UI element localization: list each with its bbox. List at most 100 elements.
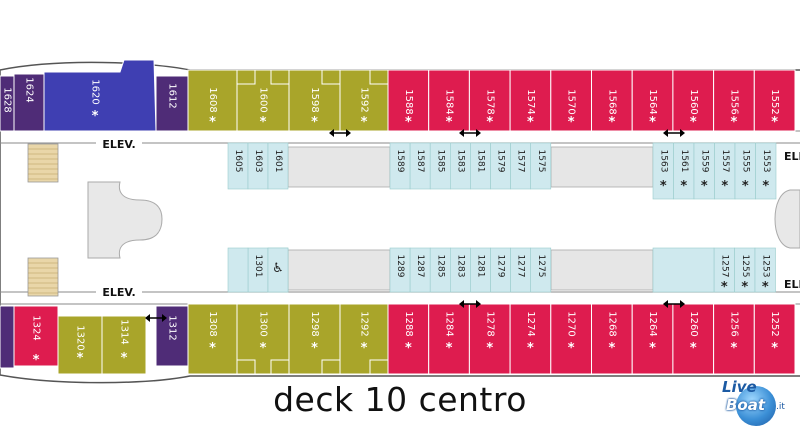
cabin-1564[interactable]: 1564*: [631, 69, 674, 132]
inside-cabin-1283[interactable]: 1283: [449, 247, 471, 293]
cabin-1278[interactable]: 1278*: [468, 303, 511, 375]
cabin-1560[interactable]: 1560*: [672, 69, 715, 132]
cabin-1320[interactable]: 1320*: [57, 315, 103, 375]
inside-cabin-1257[interactable]: 1257*: [713, 247, 735, 295]
inside-cabin-1557[interactable]: 1557*: [714, 142, 736, 200]
cabin-1624[interactable]: 1624: [13, 73, 45, 132]
inside-cabin-1581[interactable]: 1581: [470, 142, 491, 190]
cabin-number: 1561: [679, 150, 689, 173]
star-mark: *: [649, 341, 656, 356]
cabin-block: [631, 69, 674, 132]
cabin-1252[interactable]: 1252*: [753, 303, 796, 375]
star-mark: *: [405, 115, 412, 130]
star-mark: *: [361, 115, 368, 130]
star-mark: *: [405, 341, 412, 356]
inside-cabin-1289[interactable]: 1289: [389, 247, 411, 293]
star-mark: *: [771, 341, 778, 356]
cabin-1588[interactable]: 1588*: [387, 69, 430, 132]
inside-cabin-1563[interactable]: 1563*: [652, 142, 674, 200]
cabin-1288[interactable]: 1288*: [387, 303, 430, 375]
cabin-number: 1628: [2, 87, 13, 112]
cabin-notch: [321, 69, 341, 85]
cabin-1312[interactable]: 1312: [155, 305, 189, 367]
star-mark: *: [209, 341, 216, 356]
cabin-1574[interactable]: 1574*: [509, 69, 552, 132]
cabin-1268[interactable]: 1268*: [591, 303, 633, 375]
cabin-1628[interactable]: 1628: [0, 75, 15, 132]
inside-cabin-1285[interactable]: 1285: [429, 247, 451, 293]
cabin-number: 1264: [647, 311, 658, 336]
cabin-1556[interactable]: 1556*: [713, 69, 755, 132]
deck-title: deck 10 centro: [273, 380, 527, 419]
inside-cabin-1255[interactable]: 1255*: [734, 247, 756, 295]
inside-cabin-1559[interactable]: 1559*: [693, 142, 715, 200]
cabin-number: 1600: [258, 87, 269, 112]
inside-cabin-1579[interactable]: 1579: [490, 142, 511, 190]
star-mark: *: [260, 341, 267, 356]
inside-cabin-1287[interactable]: 1287: [409, 247, 431, 293]
cabin-number: 1312: [167, 315, 178, 340]
cabin-[interactable]: [0, 305, 15, 369]
cabin-1264[interactable]: 1264 *: [631, 303, 674, 375]
cabin-1612[interactable]: 1612: [155, 75, 189, 132]
cabin-block: [754, 247, 776, 293]
cabin-block: [187, 69, 238, 132]
cabin-1568[interactable]: 1568*: [591, 69, 633, 132]
inside-cabin-1279[interactable]: 1279: [490, 247, 511, 293]
connecting-door-icon: [663, 129, 685, 137]
inside-cabin-1253[interactable]: 1253*: [754, 247, 776, 295]
star-mark: *: [701, 179, 708, 194]
cabin-block: [672, 69, 715, 132]
inside-cabin-1585[interactable]: 1585: [429, 142, 451, 190]
cabin-1620[interactable]: 1620*: [43, 59, 157, 132]
inside-cabin-1553[interactable]: 1553*: [755, 142, 777, 200]
inside-cabin-1587[interactable]: 1587: [409, 142, 431, 190]
inside-cabin-1605[interactable]: 1605: [227, 142, 249, 190]
inside-cabin-1583[interactable]: 1583: [449, 142, 471, 190]
cabin-number: 1564: [647, 89, 658, 114]
cabin-1308[interactable]: 1308*: [187, 303, 238, 375]
cabin-1274[interactable]: 1274*: [509, 303, 552, 375]
cabin-block: [428, 303, 470, 375]
cabin-number: 1584: [444, 89, 455, 114]
elevator-core-right: [774, 189, 800, 249]
inside-cabin-1577[interactable]: 1577: [510, 142, 532, 190]
cabin-1578[interactable]: 1578*: [468, 69, 511, 132]
inside-cabin-1555[interactable]: 1555*: [734, 142, 756, 200]
cabin-1256[interactable]: 1256*: [713, 303, 755, 375]
cabin-number: 1257: [719, 255, 729, 278]
inside-cabin-1277[interactable]: 1277: [510, 247, 532, 293]
cabin-block: [591, 303, 633, 375]
connecting-door-icon: [459, 129, 481, 137]
stairs-top: [27, 143, 59, 183]
cabin-1584[interactable]: 1584*: [428, 69, 470, 132]
cabin-1324[interactable]: 1324*: [13, 305, 59, 368]
cabin-notch: [321, 359, 341, 375]
star-mark: *: [649, 115, 656, 130]
inside-cabin-1601[interactable]: 1601: [267, 142, 289, 190]
inside-cabin-1561[interactable]: 1561*: [673, 142, 695, 200]
cabin-1260[interactable]: 1260*: [672, 303, 715, 375]
cabin-number: 1581: [475, 150, 485, 173]
cabin-1552[interactable]: 1552*: [753, 69, 796, 132]
star-mark: *: [690, 341, 697, 356]
cabin-notch: [270, 359, 290, 375]
cabin-1284[interactable]: 1284*: [428, 303, 470, 375]
elev-label-box-top: [96, 137, 142, 151]
cabin-number: 1253: [760, 255, 770, 278]
cabin-1608[interactable]: 1608*: [187, 69, 238, 132]
cabin-1314[interactable]: 1314*: [101, 315, 147, 375]
cabin-notch: [236, 69, 256, 85]
cabin-1570[interactable]: 1570*: [550, 69, 592, 132]
inside-cabin-1589[interactable]: 1589: [389, 142, 411, 190]
inside-cabin-1575[interactable]: 1575: [530, 142, 552, 190]
cabin-number: 1624: [24, 77, 35, 102]
cabin-number: 1292: [359, 311, 370, 336]
inside-cabin-1275[interactable]: 1275: [530, 247, 552, 293]
star-mark: *: [771, 115, 778, 130]
inside-cabin-1281[interactable]: 1281: [470, 247, 491, 293]
inside-cabin-1603[interactable]: 1603: [247, 142, 269, 190]
cabin-number: 1275: [536, 255, 546, 278]
cabin-1270[interactable]: 1270*: [550, 303, 592, 375]
